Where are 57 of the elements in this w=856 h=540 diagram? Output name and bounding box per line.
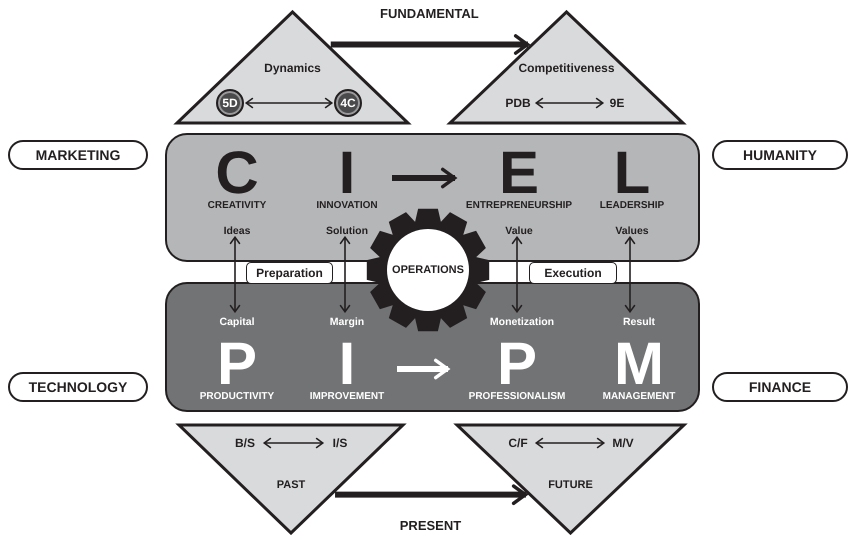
arrow	[397, 358, 450, 380]
value-label: Ideas	[212, 224, 262, 238]
initial-letter: P	[216, 338, 258, 390]
initial-letter: M	[614, 338, 664, 390]
upper-panel	[165, 133, 700, 262]
triangle-heading: Dynamics	[264, 61, 321, 75]
double-arrow	[230, 236, 240, 313]
keyword-label: LEADERSHIP	[600, 199, 664, 213]
double-arrow	[535, 98, 604, 108]
code-label: 9E	[605, 95, 629, 111]
double-arrow	[535, 438, 605, 448]
value-label: Capital	[207, 315, 267, 329]
value-label: Value	[494, 224, 544, 238]
keyword-label: PROFESSIONALISM	[468, 390, 566, 404]
initial-letter: C	[215, 147, 259, 199]
keyword-label: IMPROVEMENT	[310, 390, 384, 404]
initial-letter: P	[496, 338, 538, 390]
code-label: I/S	[325, 435, 355, 451]
category-tag: MARKETING	[8, 140, 148, 170]
double-arrow	[340, 236, 350, 313]
double-arrow	[245, 98, 333, 108]
value-label: Values	[602, 224, 662, 238]
arrow	[330, 34, 530, 55]
code-label: B/S	[228, 435, 262, 451]
keyword-label: MANAGEMENT	[602, 390, 676, 404]
initial-letter: E	[498, 147, 540, 199]
arrow	[392, 168, 456, 188]
category-tag: TECHNOLOGY	[8, 372, 148, 402]
value-label: Result	[609, 315, 669, 329]
value-label: Monetization	[482, 315, 562, 329]
code-label: C/F	[502, 435, 534, 451]
double-arrow	[512, 236, 522, 313]
initial-letter: I	[338, 147, 356, 199]
triangle-heading: PAST	[276, 479, 306, 491]
value-label: Solution	[322, 224, 372, 238]
gear-label: OPERATIONS	[392, 264, 464, 276]
value-label: Margin	[317, 315, 377, 329]
keyword-label: PRODUCTIVITY	[200, 390, 274, 404]
phase-tag: Execution	[529, 262, 617, 284]
code-label: M/V	[606, 435, 640, 451]
code-label: PDB	[502, 95, 534, 111]
edge-label: FUNDAMENTAL	[380, 6, 479, 20]
keyword-label: ENTREPRENEURSHIP	[466, 199, 572, 213]
category-tag: FINANCE	[712, 372, 848, 402]
initial-letter: I	[338, 338, 356, 390]
keyword-label: CREATIVITY	[208, 199, 266, 213]
phase-tag: Preparation	[246, 262, 333, 284]
lower-panel	[165, 282, 700, 412]
arrow	[335, 484, 528, 506]
triangle-heading: FUTURE	[548, 479, 593, 491]
edge-label: PRESENT	[400, 518, 462, 533]
initial-letter: L	[614, 147, 650, 199]
double-arrow	[263, 438, 324, 448]
category-tag: HUMANITY	[712, 140, 848, 170]
keyword-label: INNOVATION	[316, 199, 378, 213]
double-arrow	[624, 236, 636, 313]
triangle-heading: Competitiveness	[518, 61, 615, 75]
